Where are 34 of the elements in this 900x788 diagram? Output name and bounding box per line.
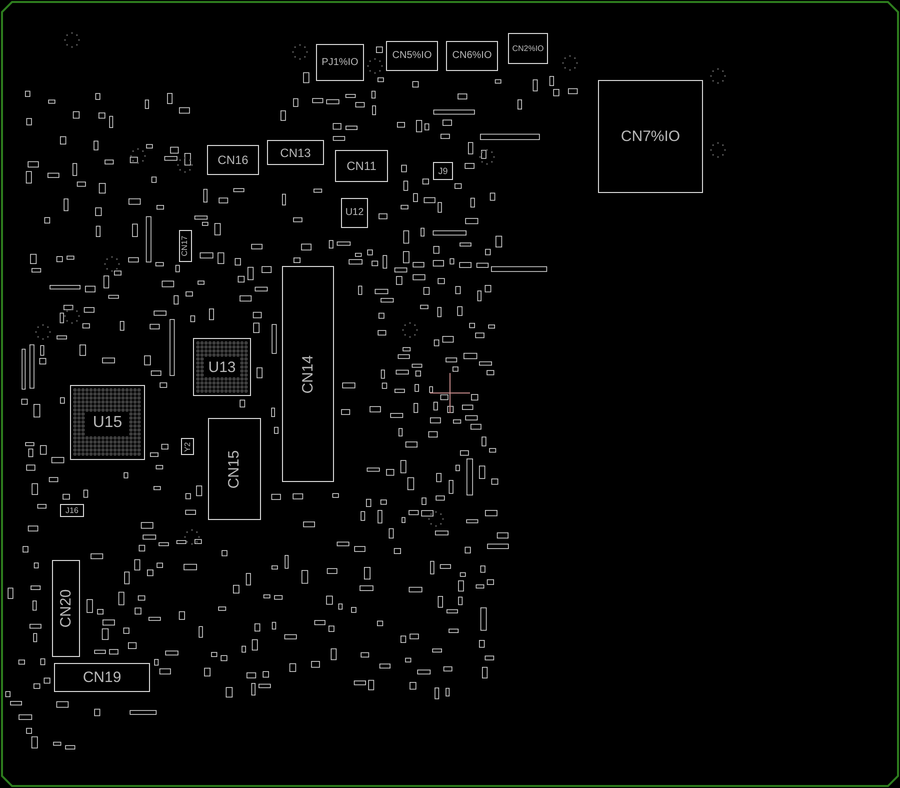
connector-footprint bbox=[386, 41, 438, 71]
reference-designator: CN11 bbox=[346, 160, 378, 172]
reference-designator: U12 bbox=[344, 208, 365, 218]
component-footprint bbox=[60, 504, 84, 517]
reference-designator: CN6%IO bbox=[451, 51, 493, 61]
component-footprint bbox=[341, 198, 368, 228]
reference-designator: Y2 bbox=[184, 440, 192, 452]
component-footprint bbox=[433, 162, 453, 180]
connector-footprint bbox=[508, 33, 548, 64]
connector-footprint bbox=[267, 140, 324, 165]
connector-footprint bbox=[446, 41, 498, 71]
reference-designator: CN14 bbox=[300, 354, 316, 394]
reference-designator: U13 bbox=[207, 360, 237, 374]
reference-designator: CN13 bbox=[279, 146, 312, 158]
reference-designator: U15 bbox=[92, 414, 124, 430]
reference-designator: CN15 bbox=[227, 448, 242, 490]
connector-footprint bbox=[207, 145, 259, 175]
reference-designator: CN16 bbox=[216, 154, 250, 166]
reference-designator: CN5%IO bbox=[391, 51, 433, 61]
reference-designator: CN17 bbox=[182, 234, 190, 258]
connector-footprint bbox=[335, 150, 388, 182]
connector-footprint bbox=[316, 44, 364, 81]
chip-footprint bbox=[193, 338, 251, 396]
connector-footprint bbox=[54, 663, 150, 692]
connector-footprint bbox=[52, 560, 80, 657]
reference-designator: CN7%IO bbox=[620, 129, 682, 144]
component-footprint bbox=[181, 438, 194, 455]
reference-designator: CN19 bbox=[82, 670, 122, 685]
chip-footprint bbox=[70, 385, 145, 460]
connector-footprint bbox=[179, 230, 192, 262]
connector-footprint bbox=[208, 418, 261, 520]
connector-footprint bbox=[598, 80, 703, 193]
reference-designator: CN20 bbox=[58, 588, 74, 629]
connector-footprint bbox=[282, 266, 334, 482]
